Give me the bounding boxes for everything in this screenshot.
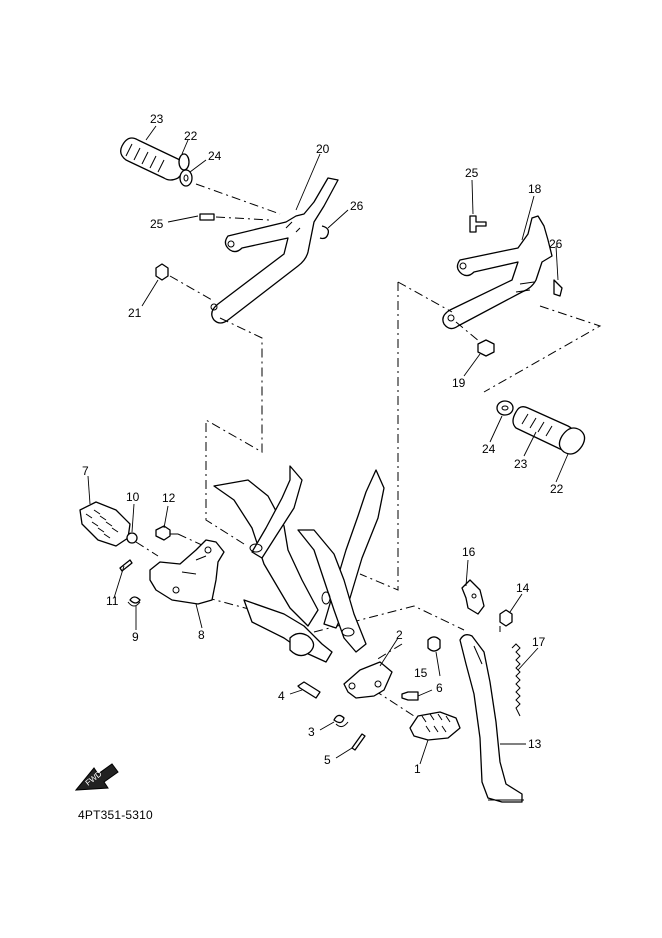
bracket-8 [149,539,225,605]
callout-9: 9 [132,630,139,644]
callout-12: 12 [162,491,176,505]
callout-23a: 23 [150,112,164,126]
callout-23b: 23 [514,457,528,471]
callout-19: 19 [452,376,466,390]
bolt-14 [499,609,513,632]
pin-25-left [199,213,271,221]
callout-4: 4 [278,689,285,703]
spring-17 [511,643,521,717]
callout-22a: 22 [184,129,198,143]
cotter-5 [351,733,366,751]
spring-9 [127,596,141,607]
footrest-bracket-right [442,215,553,330]
bolt-6 [401,691,419,701]
cotter-26-left [319,225,330,240]
callout-26b: 26 [549,237,563,251]
pin-4 [297,681,321,699]
footpeg-left [79,501,131,547]
bracket-2 [343,661,393,699]
leader-lines [87,125,569,765]
bolt-21 [155,263,213,301]
callout-10: 10 [126,490,140,504]
callout-14: 14 [516,581,530,595]
callout-1: 1 [414,762,421,776]
callout-25b: 25 [465,166,479,180]
frame-section [213,465,385,663]
callout-24a: 24 [208,149,222,163]
callout-2: 2 [396,628,403,642]
cotter-11 [119,559,133,572]
spring-3 [333,714,349,728]
callout-24b: 24 [482,442,496,456]
callout-3: 3 [308,725,315,739]
callout-13: 13 [528,737,542,751]
callout-17: 17 [532,635,546,649]
callout-8: 8 [198,628,205,642]
footrest-bracket-left [210,177,339,324]
callout-20: 20 [316,142,330,156]
footpeg-right [409,711,461,741]
callout-7: 7 [82,464,89,478]
pin-25-right [469,215,487,233]
callout-22b: 22 [550,482,564,496]
bolt-12 [155,525,205,547]
fwd-arrow-icon: FWD [74,763,119,791]
bracket-16 [461,579,485,615]
cap-15 [427,636,441,652]
callout-21: 21 [128,306,142,320]
part-code: 4PT351-5310 [78,808,153,822]
callout-18: 18 [528,182,542,196]
pin-10 [126,532,159,557]
callout-16: 16 [462,545,476,559]
footpeg-right-rear [496,400,586,455]
callout-5: 5 [324,753,331,767]
sidestand-13 [459,634,524,803]
callout-labels: 23 22 24 20 25 26 21 25 18 26 19 24 23 2… [82,112,564,776]
callout-26a: 26 [350,199,364,213]
cotter-26-right [553,279,563,297]
callout-11: 11 [106,594,119,608]
callout-6: 6 [436,681,443,695]
callout-25a: 25 [150,217,164,231]
bolt-19 [455,321,495,357]
footpeg-left-rear [120,137,193,187]
callout-15: 15 [414,666,428,680]
